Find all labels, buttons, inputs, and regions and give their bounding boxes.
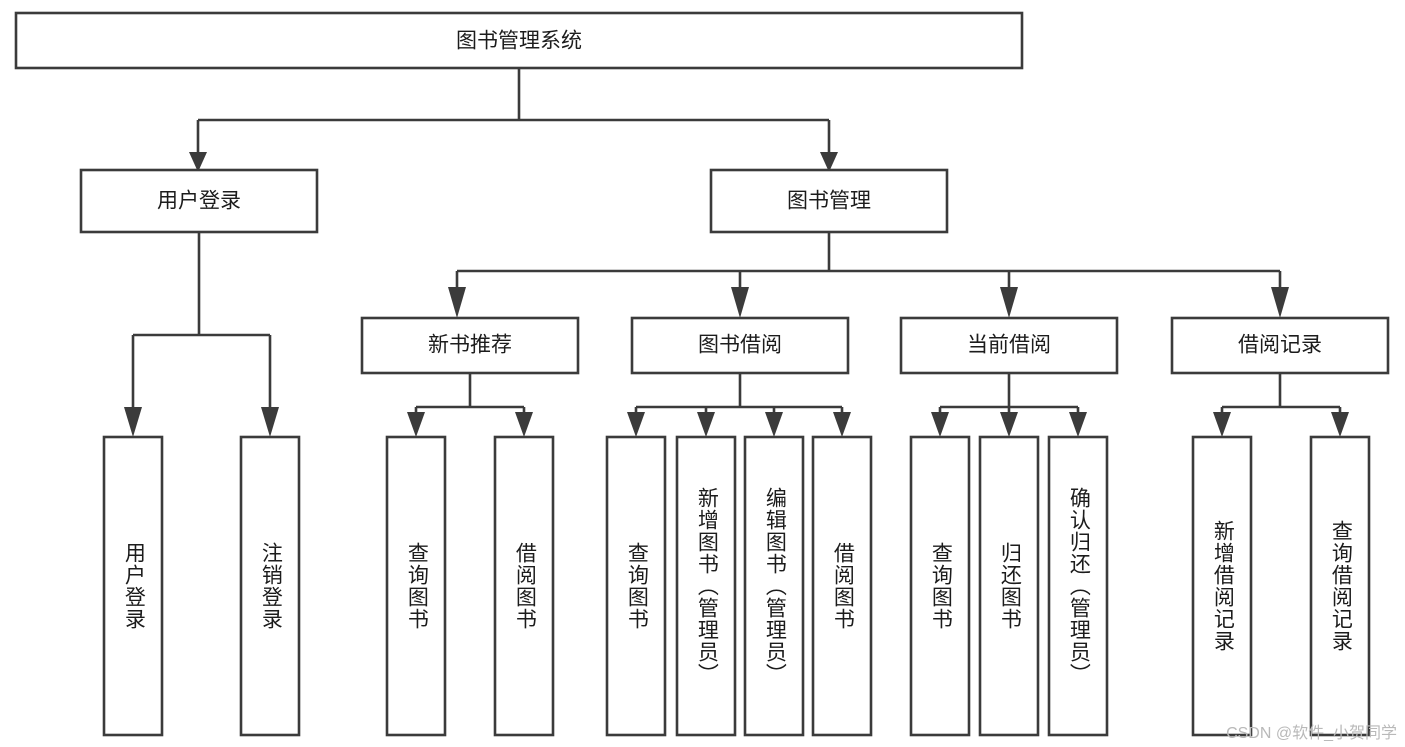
connector-bookmanage-to-level2 — [448, 232, 1289, 318]
node-book-borrow-label: 图书借阅 — [698, 334, 782, 357]
node-book-manage[interactable]: 图书管理 — [709, 168, 949, 234]
csdn-watermark: CSDN @软件_小贺同学 — [1226, 725, 1397, 742]
node-current-borrow-label: 当前借阅 — [967, 334, 1051, 357]
node-new-book-rec-label: 新书推荐 — [428, 334, 512, 357]
node-new-book-rec[interactable]: 新书推荐 — [360, 316, 580, 375]
leaf-box-user-login[interactable] — [102, 435, 164, 737]
node-root[interactable]: 图书管理系统 — [14, 11, 1024, 70]
leaf-box-edit-book[interactable] — [743, 435, 805, 737]
node-root-label: 图书管理系统 — [456, 30, 582, 53]
connector-bookborrow-to-leaves — [627, 373, 851, 437]
node-user-login-label: 用户登录 — [157, 190, 241, 213]
node-borrow-record[interactable]: 借阅记录 — [1170, 316, 1390, 375]
leaf-box-logout-login[interactable] — [239, 435, 301, 737]
connector-borrowrecord-to-leaves — [1213, 373, 1349, 437]
node-borrow-record-label: 借阅记录 — [1238, 334, 1322, 357]
connector-currentborrow-to-leaves — [931, 373, 1087, 437]
leaf-box-query-record[interactable] — [1309, 435, 1371, 737]
node-book-manage-label: 图书管理 — [787, 190, 871, 213]
leaf-box-query-book-3[interactable] — [909, 435, 971, 737]
node-current-borrow[interactable]: 当前借阅 — [899, 316, 1119, 375]
leaf-box-borrow-book-2[interactable] — [811, 435, 873, 737]
leaf-box-query-book-1[interactable] — [385, 435, 447, 737]
node-user-login[interactable]: 用户登录 — [79, 168, 319, 234]
leaf-box-confirm-return[interactable] — [1047, 435, 1109, 737]
leaf-box-add-book[interactable] — [675, 435, 737, 737]
node-book-borrow[interactable]: 图书借阅 — [630, 316, 850, 375]
leaf-box-add-record[interactable] — [1191, 435, 1253, 737]
connector-newbookrec-to-leaves — [407, 373, 533, 437]
leaf-box-query-book-2[interactable] — [605, 435, 667, 737]
leaf-box-return-book[interactable] — [978, 435, 1040, 737]
leaf-box-borrow-book-1[interactable] — [493, 435, 555, 737]
connector-root-to-level1 — [189, 68, 838, 172]
connector-userlogin-to-leaves — [124, 232, 279, 437]
